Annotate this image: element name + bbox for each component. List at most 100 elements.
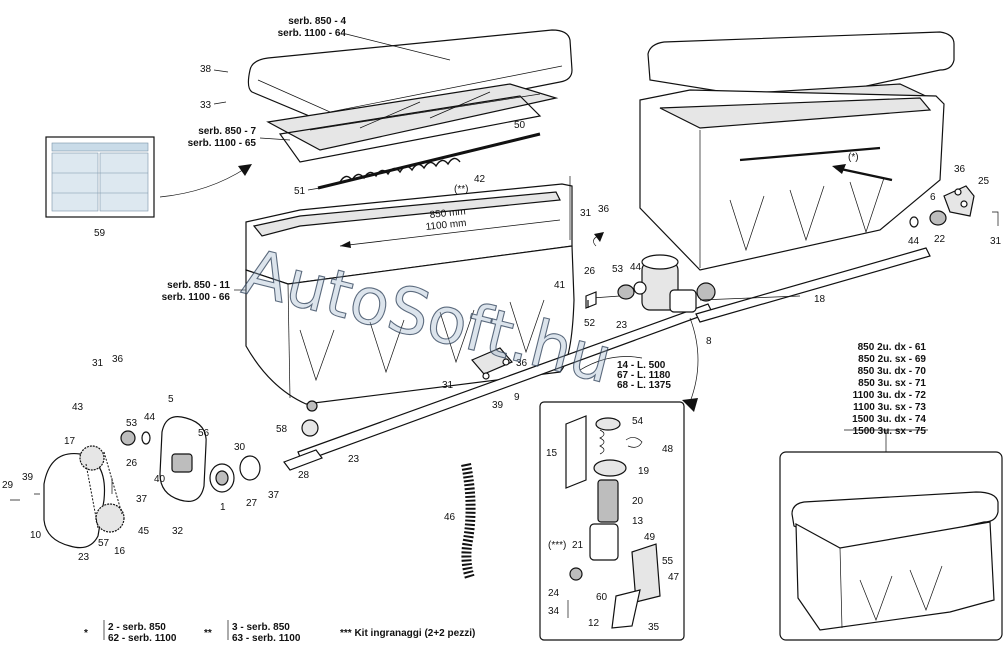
part-number-26b: 26	[126, 458, 138, 469]
part-number-44c: 44	[144, 412, 156, 423]
footnote-kit: *** Kit ingranaggi (2+2 pezzi)	[340, 628, 475, 639]
part-number-46: 46	[444, 512, 456, 523]
lid-label-1100: serb. 1100 - 64	[278, 28, 347, 39]
square-shaft-18b	[695, 247, 931, 323]
part-number-54: 54	[632, 416, 644, 427]
insert-arrow	[835, 166, 893, 182]
part-number-37a: 37	[136, 494, 148, 505]
part-number-19: 19	[638, 466, 650, 477]
variant-4: 1100 3u. dx - 72	[853, 390, 927, 401]
reference-arrow-head	[238, 164, 252, 176]
part-number-28: 28	[298, 470, 310, 481]
width-dimension	[339, 176, 571, 248]
footnote-star2: **	[204, 628, 212, 639]
variant-1: 850 2u. sx - 69	[858, 354, 926, 365]
bearing-53	[617, 284, 635, 300]
part-number-23b: 23	[348, 454, 360, 465]
part-number-6: 6	[930, 192, 936, 203]
part-number-33: 33	[200, 100, 212, 111]
part-number-17: 17	[64, 436, 76, 447]
part-number-34: 34	[548, 606, 560, 617]
variant-6: 1500 3u. dx - 74	[852, 414, 926, 425]
part-number-5: 5	[168, 394, 174, 405]
part-number-36c: 36	[954, 164, 966, 175]
width-850: 850 mm	[429, 206, 466, 221]
part-number-59: 59	[94, 228, 106, 239]
part-number-41: 41	[554, 280, 566, 291]
variant-5: 1100 3u. sx - 73	[853, 402, 926, 413]
shaft-label-1180: 67 - L. 1180	[617, 370, 671, 381]
hopper-right-view	[639, 31, 955, 271]
spring-52	[585, 291, 597, 309]
variant-7: 1500 3u. sx - 75	[853, 426, 927, 437]
part-number-18: 18	[814, 294, 826, 305]
hub-1	[209, 463, 235, 493]
chain-and-sprockets	[79, 445, 125, 533]
flange-27	[239, 455, 261, 481]
mesh-label-850: serb. 850 - 7	[198, 126, 256, 137]
washer-44a	[633, 281, 647, 295]
shaft-label-500: 14 - L. 500	[617, 360, 666, 371]
part-number-23c: 23	[78, 552, 90, 563]
part-number-21-marker: (***)	[548, 540, 566, 551]
footnote-star2-a: 3 - serb. 850	[232, 622, 290, 633]
dosing-unit-8	[641, 254, 716, 313]
part-number-45: 45	[138, 526, 150, 537]
variant-3: 850 3u. sx - 71	[858, 378, 926, 389]
part-number-31a: 31	[580, 208, 592, 219]
part-number-43: 43	[72, 402, 84, 413]
part-number-57: 57	[98, 538, 110, 549]
part-number-25: 25	[978, 176, 990, 187]
dosing-detail-parts	[565, 415, 661, 629]
part-number-13: 13	[632, 516, 644, 527]
plate-9	[471, 347, 513, 375]
part-number-39b: 39	[22, 472, 34, 483]
washer-44b	[909, 216, 919, 228]
part-number-20: 20	[632, 496, 644, 507]
part-number-24: 24	[548, 588, 560, 599]
screw-31c	[992, 211, 999, 226]
part-number-55: 55	[662, 556, 674, 567]
part-number-39a: 39	[492, 400, 504, 411]
variant-0: 850 2u. dx - 61	[858, 342, 927, 353]
hopper-variant-view	[791, 491, 999, 631]
part-number-29: 29	[2, 480, 14, 491]
footnote-star1: *	[84, 628, 88, 639]
lid-label-850: serb. 850 - 4	[288, 16, 346, 27]
part-number-1: 1	[220, 502, 226, 513]
seed-tube-46	[461, 463, 476, 580]
part-number-23a: 23	[616, 320, 628, 331]
part-number-10: 10	[30, 530, 42, 541]
part-number-36a: 36	[598, 204, 610, 215]
part-number-36d: 36	[112, 354, 124, 365]
marker-double-star: (**)	[454, 184, 468, 195]
part-number-44b: 44	[908, 236, 920, 247]
footnote-star1-b: 62 - serb. 1100	[108, 633, 177, 644]
drive-plate-5	[159, 416, 207, 502]
part-number-58: 58	[276, 424, 288, 435]
part-number-31b: 31	[442, 380, 454, 391]
part-number-49: 49	[644, 532, 656, 543]
leader-lines	[213, 33, 801, 301]
part-number-37b: 37	[268, 490, 280, 501]
bearing-53b	[120, 430, 136, 446]
hopper-label-850: serb. 850 - 11	[167, 280, 230, 291]
footnote-star2-b: 63 - serb. 1100	[232, 633, 301, 644]
part-number-56: 56	[198, 428, 210, 439]
manual-sheet-59	[45, 136, 155, 218]
hopper-mesh-7	[266, 83, 559, 163]
shaft-label-1375: 68 - L. 1375	[617, 380, 671, 391]
variant-2: 850 3u. dx - 70	[858, 366, 927, 377]
part-number-32: 32	[172, 526, 184, 537]
part-number-52: 52	[584, 318, 596, 329]
part-number-47: 47	[668, 572, 680, 583]
part-number-38: 38	[200, 64, 212, 75]
part-number-12: 12	[588, 618, 600, 629]
washer-44c	[141, 431, 151, 445]
part-number-27: 27	[246, 498, 258, 509]
part-number-40: 40	[154, 474, 166, 485]
part-number-22: 22	[934, 234, 946, 245]
part-number-51: 51	[294, 186, 306, 197]
part-number-9: 9	[514, 392, 520, 403]
part-number-21: 21	[572, 540, 584, 551]
